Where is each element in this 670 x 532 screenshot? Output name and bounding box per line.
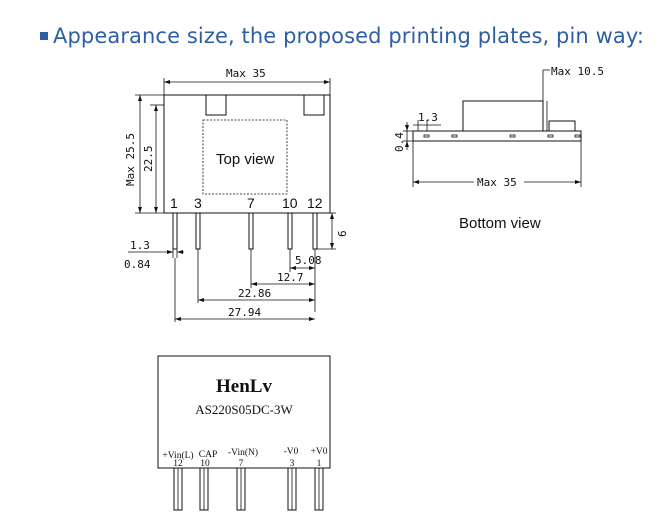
- top-view-label: Top view: [216, 151, 275, 168]
- pin-10: [287, 212, 293, 250]
- module-model: AS220S05DC-3W: [195, 402, 293, 417]
- pin-label-vin-n: -Vin(N): [228, 447, 258, 458]
- dim-max-25-5: Max 25.5: [124, 133, 137, 186]
- dim-bottom-1-3: 1.3: [418, 111, 438, 124]
- dim-max-10-5: Max 10.5: [551, 65, 604, 78]
- pin-label-vin-l: +Vin(L): [162, 450, 193, 461]
- pin-number-7: 7: [247, 195, 255, 211]
- dim-max-35-bottom: Max 35: [477, 176, 517, 189]
- module-drawing: HenLv AS220S05DC-3W +Vin(L) CAP -Vin(N) …: [157, 355, 331, 511]
- pin-number-1: 1: [170, 195, 178, 211]
- dim-max-35-top: Max 35: [226, 67, 266, 80]
- pin-3: [195, 212, 201, 250]
- dim-pin-length: 6: [336, 230, 349, 237]
- bottom-view-tab: [548, 120, 576, 132]
- heading-text: Appearance size, the proposed printing p…: [53, 24, 645, 48]
- top-view-inner-outline: [202, 119, 288, 195]
- top-tab-right: [303, 94, 325, 116]
- dim-22-5: 22.5: [142, 146, 155, 173]
- top-tab-left: [205, 94, 227, 116]
- dim-bottom-0-4: 0.4: [393, 132, 406, 152]
- module-brand: HenLv: [216, 376, 272, 397]
- module-pin-number-1: 1: [317, 459, 322, 469]
- top-view-body: [163, 94, 331, 214]
- pin-1: [172, 212, 178, 250]
- dim-12-7: 12.7: [277, 271, 304, 284]
- bullet-icon: [40, 32, 48, 40]
- pin-7: [248, 212, 254, 250]
- pin-12: [312, 212, 318, 250]
- module-pin-number-7: 7: [239, 459, 244, 469]
- bottom-view-board: [412, 130, 582, 142]
- module-pins: [173, 467, 324, 511]
- dim-pin-width: 1.3: [130, 239, 150, 252]
- pin-number-3: 3: [194, 195, 202, 211]
- pin-number-12: 12: [307, 195, 323, 211]
- section-heading: Appearance size, the proposed printing p…: [40, 24, 644, 48]
- pin-label-cap: CAP: [199, 450, 217, 460]
- module-pin-number-10: 10: [200, 459, 210, 469]
- pin-label-v0-neg: -V0: [284, 447, 299, 457]
- dim-27-94: 27.94: [228, 306, 261, 319]
- dim-5-08: 5.08: [295, 254, 322, 267]
- dim-pin-thickness: 0.84: [124, 258, 151, 271]
- module-pin-number-12: 12: [173, 459, 183, 469]
- dim-22-86: 22.86: [238, 287, 271, 300]
- bottom-view-label: Bottom view: [459, 215, 541, 232]
- pin-label-v0-pos: +V0: [311, 447, 328, 457]
- module-pin-number-3: 3: [290, 459, 295, 469]
- bottom-view-body: [462, 100, 544, 132]
- bottom-view-drawing: Max 10.5 1.3 0.4 Max 35 Bottom view: [393, 65, 604, 232]
- pin-number-10: 10: [282, 195, 298, 211]
- top-view-pins: [172, 212, 318, 250]
- top-view-drawing: Top view Max 35 Max 25.5 22.5 1 3 7 10: [124, 67, 349, 322]
